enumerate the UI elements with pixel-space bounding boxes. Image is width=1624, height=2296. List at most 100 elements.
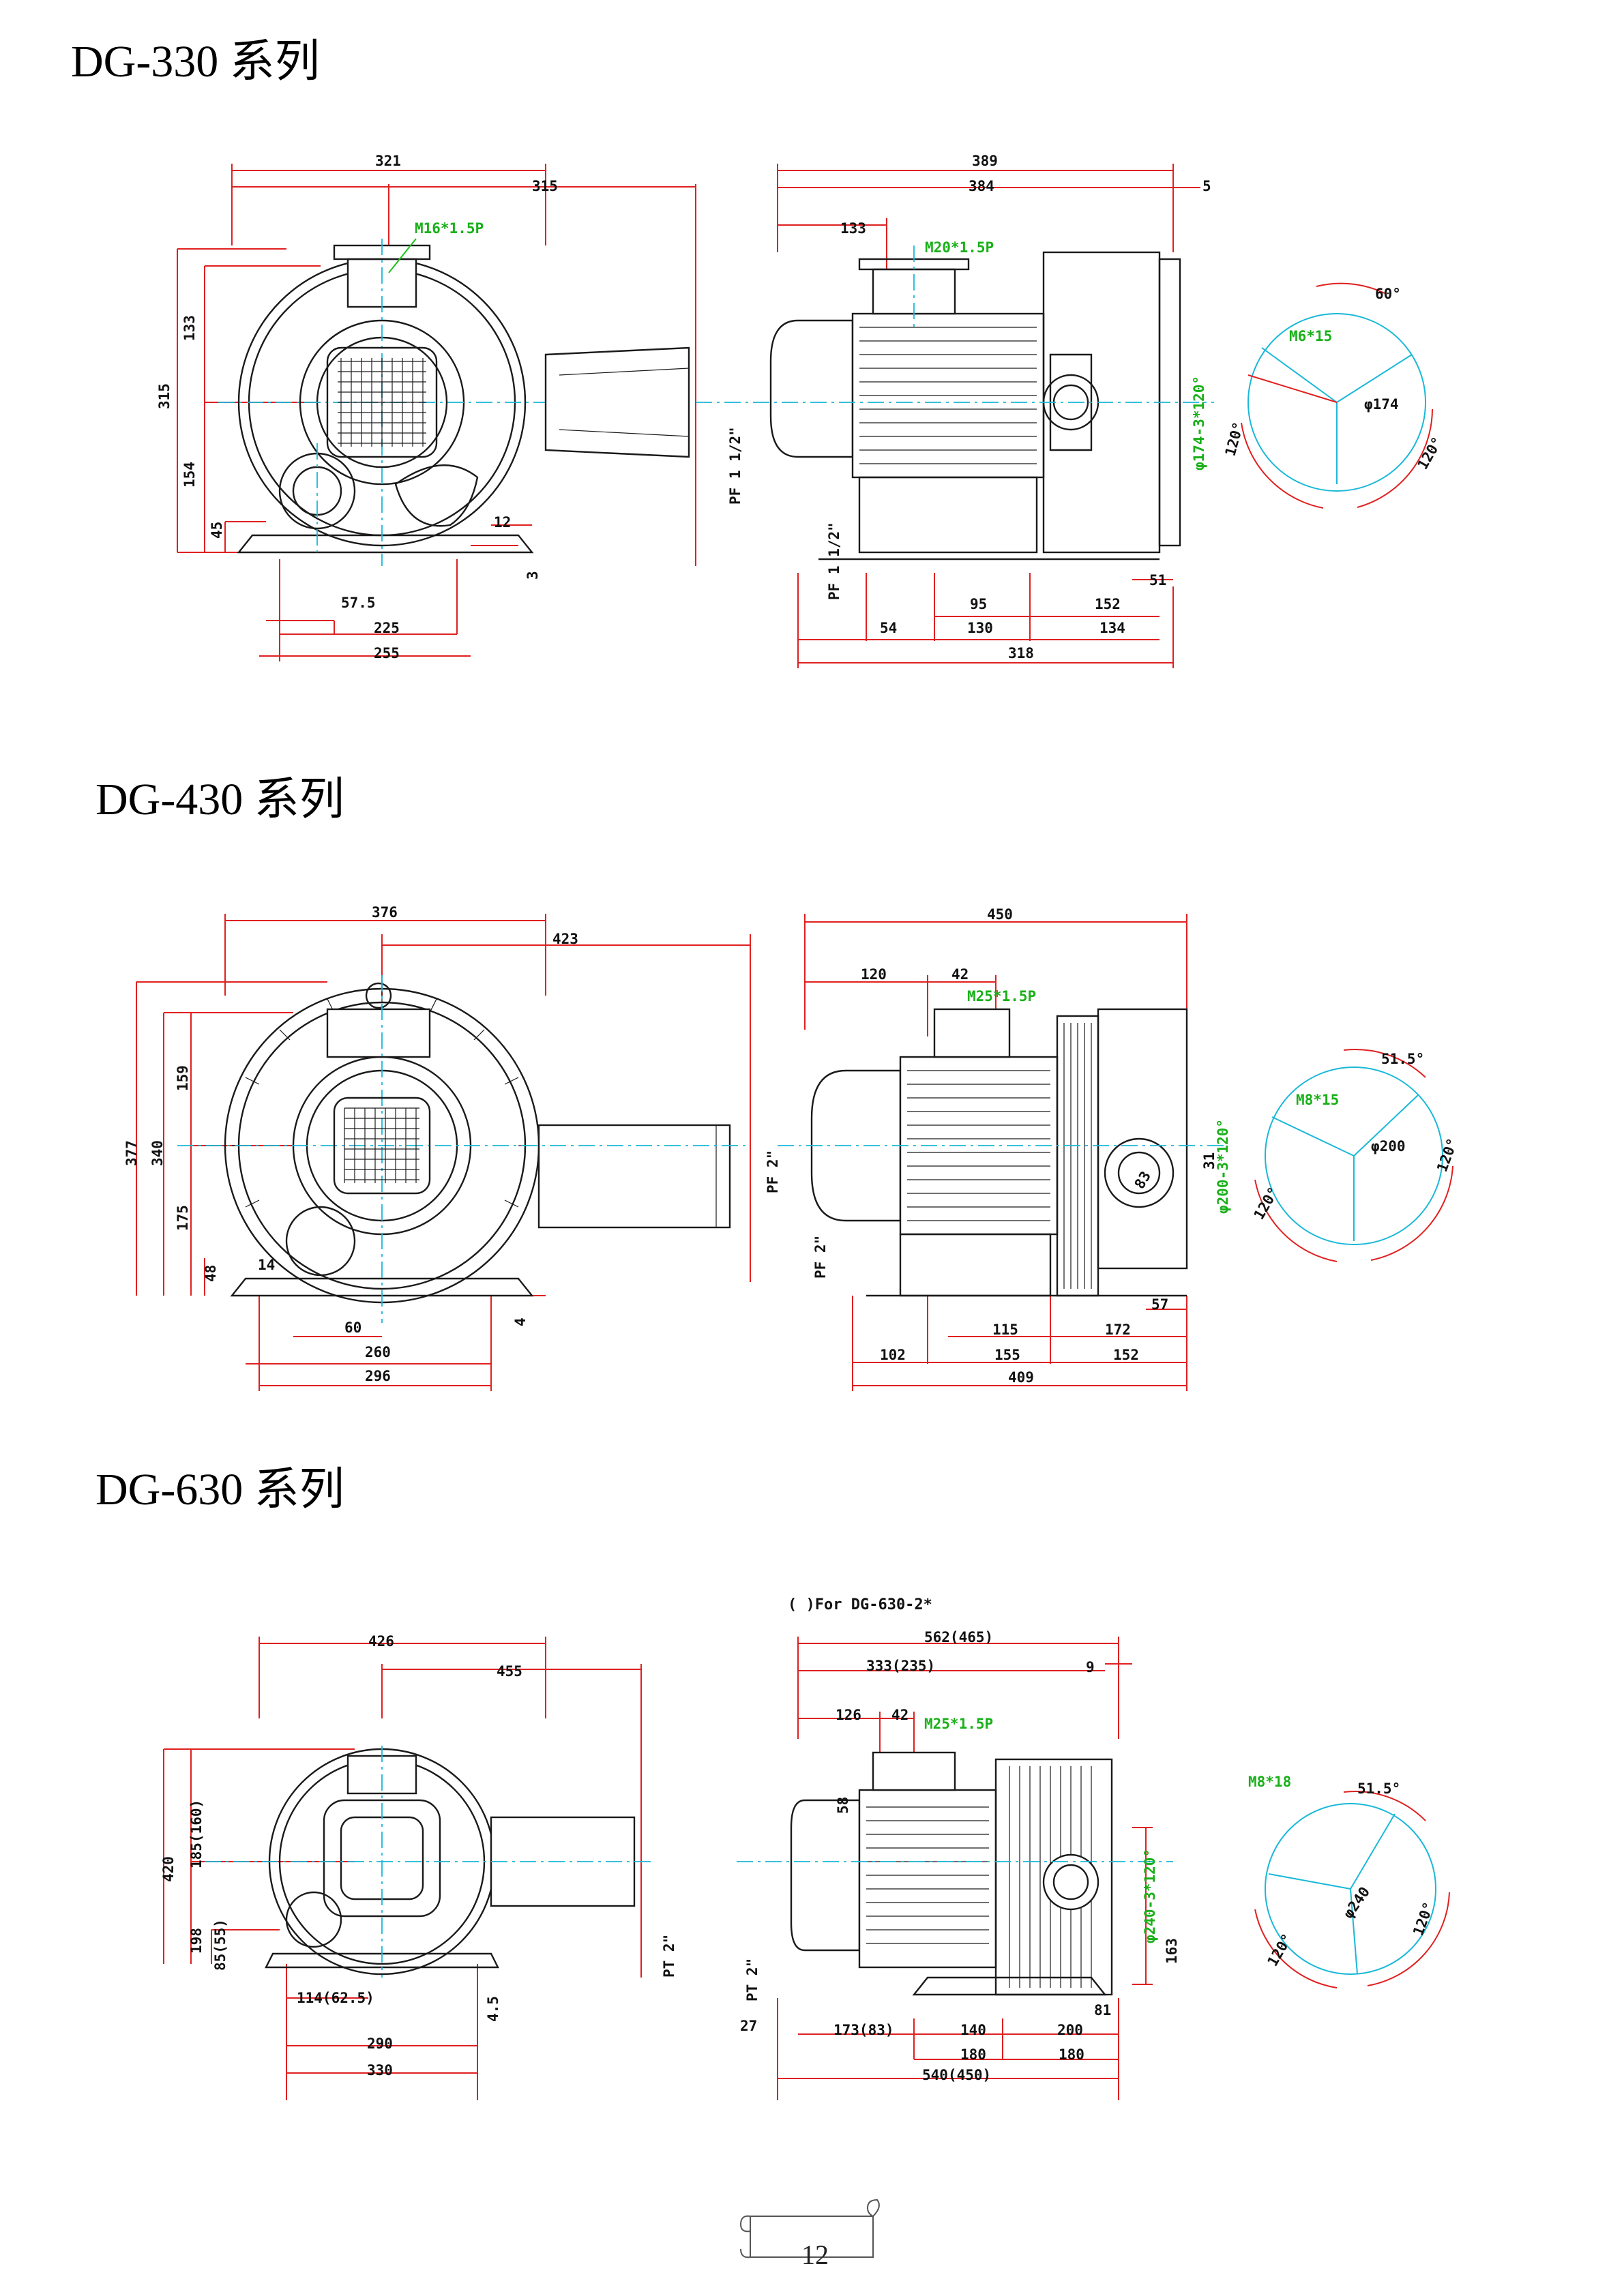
flange-label: φ240-3*120°: [1142, 1849, 1158, 1943]
dim-label: 152: [1095, 596, 1121, 612]
dim-label: 133: [840, 220, 866, 237]
dg630-front-view: [163, 1637, 655, 2100]
dim-label: 163: [1164, 1938, 1180, 1964]
dim-label: 225: [374, 620, 400, 636]
dim-label: 54: [880, 620, 897, 636]
dim-label: 42: [891, 1707, 909, 1723]
angle-label: 120°: [1251, 1184, 1282, 1223]
dim-label: 126: [836, 1707, 861, 1723]
dim-label: 159: [175, 1065, 191, 1091]
pipe-label: PT 2": [744, 1958, 761, 2001]
angle-label: 60°: [1375, 286, 1401, 302]
dim-label: 31: [1201, 1152, 1217, 1169]
dim-label: 48: [203, 1265, 219, 1282]
pipe-label: PT 2": [661, 1935, 677, 1978]
thread-callout: M25*1.5P: [924, 1716, 993, 1732]
dg330-front-dims: 321 315 315 133 154 45 57.5 225 255 12 3…: [156, 153, 558, 661]
dg430-front-grille: [333, 1097, 431, 1195]
series-title-dg430: DG-430 系列: [95, 775, 344, 824]
dg430-side-dims: 450 120 42 102 155 409 115 172 152 57 31…: [765, 906, 1231, 1386]
series-title-dg330: DG-330 系列: [71, 37, 320, 87]
bolt-callout: M8*15: [1296, 1092, 1339, 1108]
dg430-pcd-diagram: M8*15 φ200 51.5° 120° 120°: [1251, 1049, 1461, 1262]
dim-label: 130: [967, 620, 993, 636]
dim-label: 255: [374, 645, 400, 661]
dim-label: 315: [156, 383, 173, 409]
dg330-front-outlet: [544, 346, 690, 458]
dim-label: 85(55): [212, 1919, 228, 1971]
dim-label: 57.5: [341, 595, 376, 611]
dim-label: 180: [1059, 2046, 1084, 2063]
dim-label: 318: [1008, 645, 1034, 661]
angle-label: 120°: [1434, 1136, 1461, 1174]
dim-label: 120: [861, 966, 887, 983]
dim-label: 57: [1151, 1296, 1168, 1313]
pcd-diameter: φ174: [1364, 396, 1399, 413]
dim-label: 455: [497, 1663, 522, 1680]
dg330-side-view: [696, 164, 1214, 668]
thread-callout: M16*1.5P: [415, 220, 484, 237]
dim-label: 426: [368, 1633, 394, 1650]
dg630-side-dims: ( )For DG-630-2* 562(465) 333(235) 9 126…: [661, 1596, 1180, 2083]
dim-label: 377: [123, 1140, 140, 1166]
dim-label: 330: [367, 2062, 393, 2078]
dim-label: 384: [969, 178, 994, 194]
dim-label: 12: [494, 514, 511, 531]
dim-label: 260: [365, 1344, 391, 1360]
dim-label: 140: [960, 2022, 986, 2038]
angle-label: 51.5°: [1381, 1051, 1424, 1067]
dim-label: 409: [1008, 1369, 1034, 1386]
dim-label: 154: [181, 462, 198, 488]
dim-label: 5: [1202, 178, 1211, 194]
bolt-callout: M8*18: [1248, 1774, 1291, 1790]
dim-label: 296: [365, 1368, 391, 1384]
dim-label: 14: [258, 1257, 275, 1273]
dim-label: 172: [1105, 1322, 1131, 1338]
dim-label: 290: [367, 2036, 393, 2052]
flange-label: φ174-3*120°: [1191, 376, 1207, 471]
dim-label: 185(160): [188, 1800, 205, 1868]
dim-label: 51: [1149, 572, 1166, 588]
dim-label: 420: [160, 1856, 177, 1882]
dim-label: 562(465): [924, 1629, 993, 1645]
dim-label: 198: [188, 1928, 205, 1954]
pipe-label: PF 2": [812, 1236, 829, 1279]
dim-label: 173(83): [833, 2022, 894, 2038]
dim-label: 175: [175, 1205, 191, 1231]
angle-label: 51.5°: [1357, 1780, 1400, 1797]
dim-label: 423: [552, 931, 578, 947]
dg330-side-dims: DG-430 系列 389 384 5 133 54 130 318 95 15…: [727, 153, 1211, 661]
dim-label: 42: [951, 966, 969, 983]
dim-label: 389: [972, 153, 998, 169]
pipe-label: PF 1 1/2": [727, 427, 743, 505]
dim-label: 134: [1099, 620, 1125, 636]
dim-label: 9: [1086, 1659, 1095, 1675]
dim-label: 315: [532, 178, 558, 194]
model-note: ( )For DG-630-2*: [788, 1596, 932, 1613]
dim-label: 4.5: [485, 1996, 501, 2022]
dim-label: 200: [1057, 2022, 1083, 2038]
dim-label: 115: [992, 1322, 1018, 1338]
dim-label: 376: [372, 904, 398, 921]
pcd-diameter: φ200: [1371, 1138, 1406, 1154]
dg330-pcd-diagram: M6*15 φ174 60° 120° 120°: [1222, 282, 1446, 509]
dg630-side-view: [737, 1637, 1173, 2100]
dim-label: 58: [835, 1797, 851, 1814]
pcd-diameter: φ240: [1340, 1884, 1373, 1922]
dim-label: 155: [994, 1347, 1020, 1363]
dim-label: 102: [880, 1347, 906, 1363]
dim-label: 60: [344, 1320, 361, 1336]
angle-label: 120°: [1410, 1900, 1437, 1938]
dim-label: 95: [970, 596, 987, 612]
pipe-label: PF 1 1/2": [826, 522, 842, 600]
dim-label: 27: [740, 2018, 757, 2034]
dim-label: 3: [525, 571, 541, 580]
dim-label: 333(235): [866, 1658, 935, 1674]
dim-label: 450: [987, 906, 1013, 923]
dg430-front-dims: 376 423 377 340 159 175 48 14 60 260 296…: [123, 904, 578, 1384]
dg330-front-grille: [326, 346, 438, 458]
angle-label: 120°: [1222, 420, 1247, 458]
angle-label: 120°: [1415, 434, 1446, 473]
dim-label: 45: [209, 522, 225, 539]
page-number: 12: [801, 2239, 829, 2270]
